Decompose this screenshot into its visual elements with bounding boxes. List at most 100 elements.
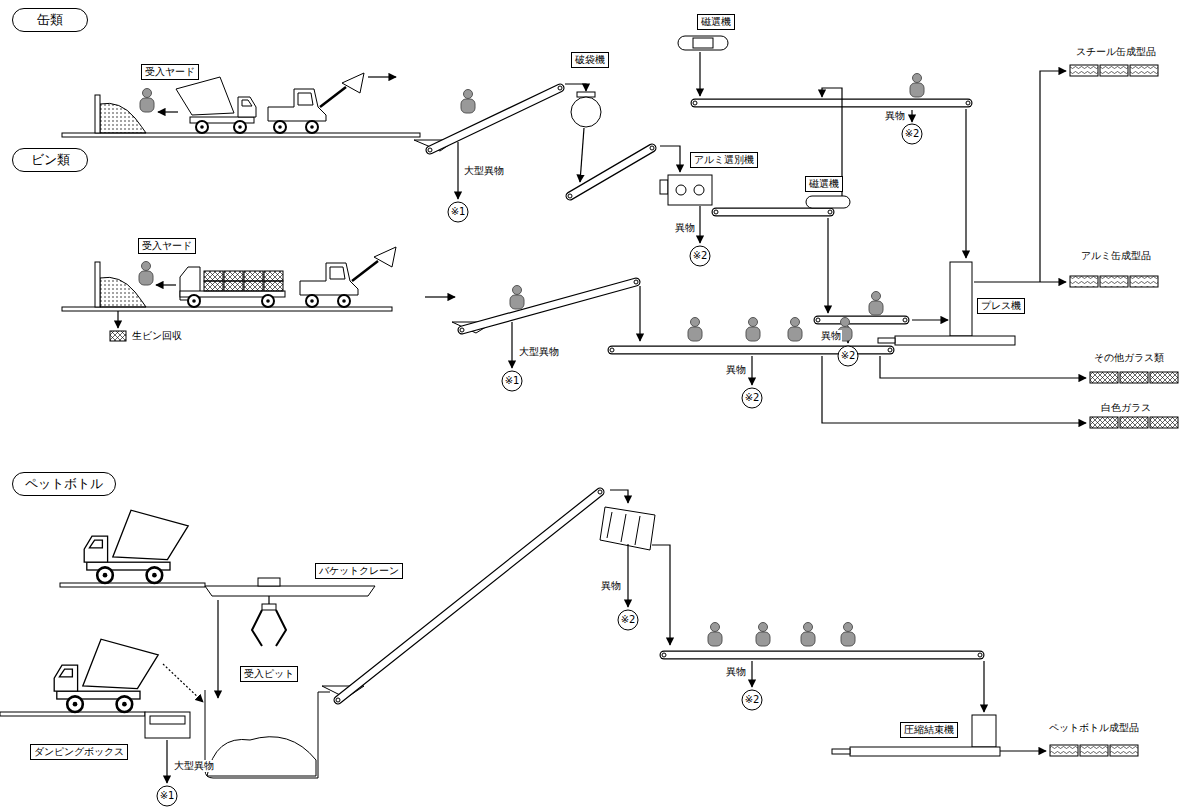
bottle-crate (204, 281, 223, 291)
node-text: ビン類 (31, 152, 70, 167)
flow-line (639, 286, 640, 341)
product-bale (1080, 745, 1108, 756)
product-bale (1110, 745, 1138, 756)
product-bale (1070, 65, 1098, 76)
machine-label: 磁選機 (805, 176, 843, 192)
product-bale (1050, 745, 1078, 756)
flow-line (1040, 71, 1066, 282)
note-mark: ※1 (447, 201, 469, 223)
flow-line (1000, 750, 1046, 751)
note-mark: ※2 (617, 609, 639, 631)
wall (95, 95, 100, 133)
separator-drum (694, 185, 704, 195)
conveyor (460, 280, 638, 332)
flow-line (565, 84, 586, 91)
product-bale (1090, 417, 1118, 428)
rotary-screen (600, 507, 655, 550)
truck-window (59, 669, 72, 677)
product-bale (1070, 276, 1098, 287)
loader-window (298, 93, 313, 105)
magnet-separator (678, 36, 728, 50)
machine-label: 受入ヤード (141, 64, 199, 80)
node-text: ダンピングボックス (34, 746, 124, 757)
flow-line (627, 544, 628, 607)
conveyor (336, 490, 602, 702)
truck-window (242, 100, 252, 106)
node-text: 破袋機 (575, 54, 605, 65)
machine-label: バケットクレーン (315, 563, 403, 579)
grab-bucket (252, 610, 286, 646)
flow-line (880, 356, 1086, 378)
waste-pile (100, 103, 146, 133)
loader-bucket (342, 73, 364, 93)
crane-trolley (258, 578, 280, 586)
worker (788, 318, 802, 342)
product-bale (1150, 372, 1178, 383)
worker (801, 623, 815, 647)
conveyor (693, 101, 970, 105)
conveyor (816, 318, 907, 322)
node-text: ※2 (841, 350, 856, 361)
section-heading: 缶類 (12, 8, 88, 32)
flow-line (166, 740, 167, 783)
press-base (895, 336, 1015, 345)
annotation-label: 異物 (884, 110, 906, 122)
magnet-core (693, 38, 713, 48)
truck-cab (84, 536, 107, 562)
node-text: ※2 (693, 250, 708, 261)
baler-rod (832, 749, 850, 754)
press-column (950, 262, 972, 336)
annotation-label: 異物 (820, 330, 842, 342)
node-text: アルミ選別機 (694, 154, 754, 165)
worker (910, 74, 924, 98)
annotation-label: 異物 (725, 666, 747, 678)
loader-body (268, 89, 326, 121)
flow-line (217, 600, 218, 698)
dump-truck (54, 639, 158, 712)
product-bale (1100, 65, 1128, 76)
section-heading: ビン類 (12, 148, 88, 172)
truck-window (89, 540, 102, 548)
loader-body (300, 263, 358, 295)
node-text: ※2 (905, 128, 920, 139)
annotation-label: 異物 (674, 222, 696, 234)
note-mark: ※2 (837, 345, 859, 367)
machine-label: 受入ピット (240, 666, 298, 682)
truck-cab (54, 665, 77, 691)
bottle-crate (244, 281, 263, 291)
annotation-label: 大型異物 (173, 760, 215, 772)
note-mark: ※2 (741, 689, 763, 711)
worker (510, 286, 524, 310)
node-text: ※2 (621, 614, 636, 625)
dumping-box (145, 712, 190, 738)
flow-line (699, 52, 700, 96)
node-text: 受入ヤード (142, 240, 192, 251)
annotation-label: 大型異物 (518, 346, 560, 358)
flow-line (912, 319, 948, 320)
product-bale (1130, 276, 1158, 287)
annotation-label: スチール缶成型品 (1075, 46, 1157, 58)
note-mark: ※2 (741, 387, 763, 409)
flow-line (368, 76, 396, 77)
product-bale (1120, 417, 1148, 428)
worker (688, 318, 702, 342)
annotation-label: ペットボトル成型品 (1048, 722, 1140, 734)
node-text: ペットボトル (25, 476, 103, 491)
worker (869, 292, 883, 316)
aluminium-separator (668, 175, 712, 205)
node-text: ※1 (451, 206, 466, 217)
truck-cab (238, 97, 256, 117)
truck-bed (83, 639, 158, 688)
machine-label: 受入ヤード (138, 238, 196, 254)
node-text: 磁選機 (701, 16, 731, 27)
product-bale (1090, 372, 1118, 383)
conveyor (662, 653, 982, 657)
bottle-crate (224, 271, 243, 281)
flow-line (660, 146, 680, 172)
flow-line (652, 545, 670, 645)
product-bale (1100, 276, 1128, 287)
bag-breaker (571, 97, 601, 127)
